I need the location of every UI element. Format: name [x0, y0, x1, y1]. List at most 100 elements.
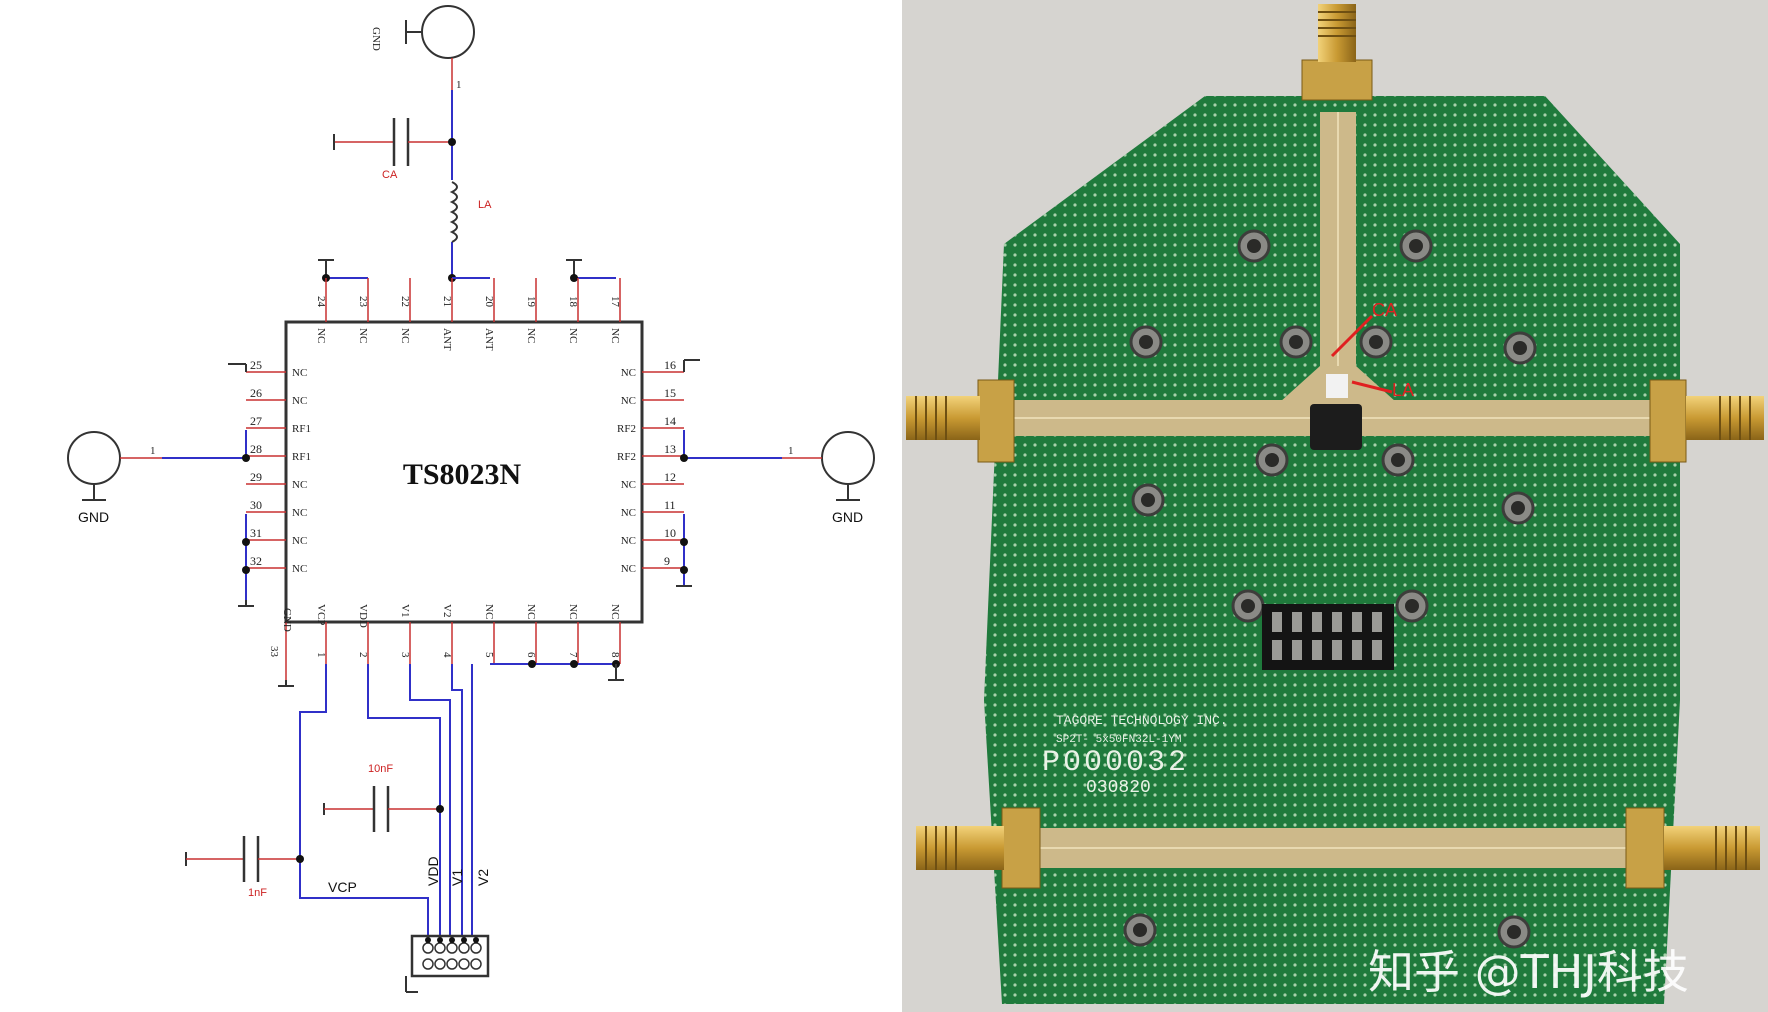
top-pin-number: 22	[399, 296, 411, 307]
chip-body	[284, 320, 644, 624]
right-pin-name: NC	[621, 395, 636, 407]
left-pin-name: RF1	[292, 423, 311, 435]
cap-1nf-label: 1nF	[248, 887, 267, 899]
pcb-control-header	[1262, 604, 1394, 670]
right-pin-number: 12	[664, 470, 676, 484]
capacitor-1nf: 1nF	[185, 836, 304, 899]
annotation-ca: CA	[1372, 300, 1397, 320]
bottom-pin-number: 5	[483, 652, 495, 658]
board-via-core	[1141, 493, 1155, 507]
cap-10nf-label: 10nF	[368, 763, 393, 775]
rf2-port-symbol: GND 1	[680, 430, 875, 525]
silk-company: TAGORE TECHNOLOGY INC.	[1056, 713, 1228, 728]
right-pin-number: 15	[664, 386, 676, 400]
top-pin-name: NC	[525, 328, 537, 343]
pcb-header-pin	[1272, 640, 1282, 660]
top-pin-number: 18	[567, 296, 579, 308]
header-junction	[449, 937, 455, 943]
left-pin-number: 28	[250, 442, 262, 456]
board-via-core	[1511, 501, 1525, 515]
pcb-header-pin	[1272, 612, 1282, 632]
board-via-core	[1513, 341, 1527, 355]
sma-connector-bottom-right	[1625, 807, 1760, 889]
gnd-label-right: GND	[832, 509, 863, 525]
board-via-core	[1241, 599, 1255, 613]
top-pin-name: NC	[609, 328, 621, 343]
capacitor-10nf: 10nF	[323, 763, 444, 832]
left-pin-number: 25	[250, 358, 262, 372]
bottom-pin-number: 6	[525, 652, 537, 658]
board-via-core	[1507, 925, 1521, 939]
annotation-la: LA	[1392, 380, 1414, 400]
board-via-core	[1133, 923, 1147, 937]
net-label-v1: V1	[449, 869, 465, 886]
bottom-pin-number: 7	[567, 652, 579, 658]
gnd-label-top: GND	[370, 27, 382, 51]
top-pin-name: NC	[315, 328, 327, 343]
pcb-header-pin	[1312, 640, 1322, 660]
left-pin-name: NC	[292, 563, 307, 575]
silk-part-number: SP2T- 5x50FN32L-1YM	[1056, 734, 1181, 746]
header-pin	[446, 958, 458, 970]
top-pin-name: ANT	[483, 328, 495, 351]
left-pin-name: RF1	[292, 451, 311, 463]
bottom-pin-number: 3	[399, 652, 411, 658]
header-pin	[422, 958, 434, 970]
right-pin-number: 16	[664, 358, 676, 372]
top-pin-name: NC	[399, 328, 411, 343]
left-pin-number: 29	[250, 470, 262, 484]
pcb-header-pin	[1292, 612, 1302, 632]
net-label-v2: V2	[475, 869, 491, 886]
left-pin-number: 26	[250, 386, 262, 400]
header-junction	[437, 937, 443, 943]
bottom-pin-name: NC	[567, 604, 579, 619]
top-pin-name: NC	[567, 328, 579, 343]
bottom-pin-name: VDD	[357, 604, 369, 628]
header-junction	[473, 937, 479, 943]
board-via-core	[1405, 599, 1419, 613]
left-pin-name: NC	[292, 367, 307, 379]
pcb-header-pin	[1372, 640, 1382, 660]
left-pin-name: NC	[292, 479, 307, 491]
annotation-arrows	[1330, 314, 1393, 394]
sma-connector-right	[1649, 379, 1764, 463]
pin-header-connector	[405, 934, 490, 993]
pcb-ic-chip	[1310, 404, 1362, 450]
port-pin-label-top: 1	[456, 79, 462, 91]
right-pin-number: 10	[664, 526, 676, 540]
watermark: 知乎 @THJ科技	[1368, 945, 1689, 999]
bottom-pin-name: V1	[399, 604, 411, 617]
left-pin-name: NC	[292, 507, 307, 519]
gnd-pad-name: GND	[281, 608, 293, 632]
sma-connector-left	[906, 379, 1015, 463]
top-pin-number: 23	[357, 296, 369, 308]
header-pin	[470, 958, 482, 970]
right-pin-name: RF2	[617, 451, 636, 463]
right-pin-number: 14	[664, 414, 676, 428]
left-pin-number: 30	[250, 498, 262, 512]
cap-ca-label: CA	[382, 169, 398, 181]
gnd-pad-pin: GND 33	[268, 608, 294, 687]
right-pin-name: NC	[621, 507, 636, 519]
bottom-pin-name: NC	[609, 604, 621, 619]
sma-connector-top	[1301, 4, 1373, 101]
pcb-header-pin	[1292, 640, 1302, 660]
gnd-pad-num: 33	[268, 646, 280, 658]
board-via-core	[1139, 335, 1153, 349]
bottom-pin-number: 1	[315, 652, 327, 658]
schematic-diagram: GND 1 CA LA	[67, 5, 875, 993]
bottom-pin-number: 4	[441, 652, 453, 658]
right-ground-ties	[676, 359, 700, 587]
left-pin-number: 32	[250, 554, 262, 568]
net-label-vcp: VCP	[328, 879, 357, 895]
board-via-core	[1409, 239, 1423, 253]
top-pin-number: 21	[441, 296, 453, 307]
sma-connector-bottom-left	[916, 807, 1041, 889]
inductor-la: LA	[446, 180, 492, 282]
top-pin-name: NC	[357, 328, 369, 343]
right-pin-number: 11	[664, 498, 676, 512]
top-ground-ties	[318, 259, 616, 282]
